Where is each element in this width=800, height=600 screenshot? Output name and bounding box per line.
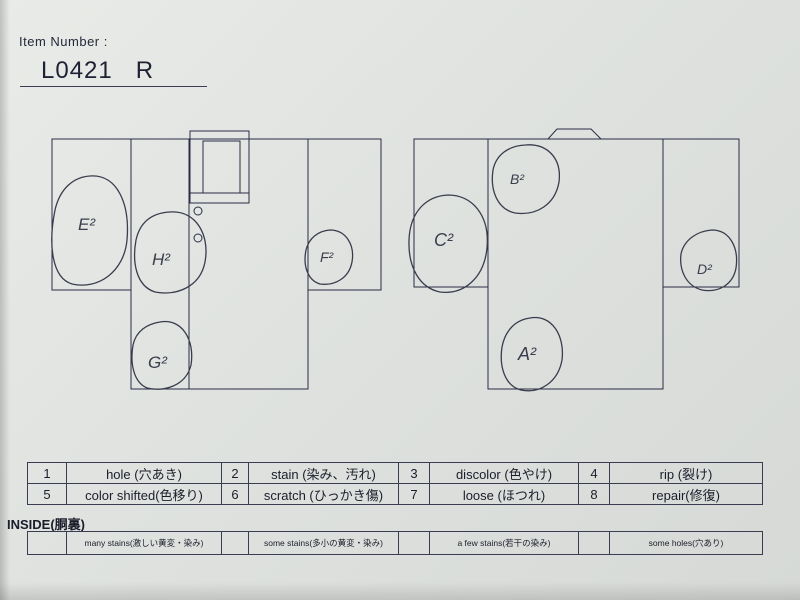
front-right-sleeve bbox=[307, 138, 382, 291]
defect-label: color shifted(色移り) bbox=[66, 483, 222, 505]
mark-label-d: D² bbox=[697, 261, 713, 277]
mark-circle-b bbox=[491, 144, 560, 215]
mark-label-g: G² bbox=[148, 353, 168, 372]
mark-circle-e bbox=[51, 175, 129, 286]
mark-label-f: F² bbox=[320, 249, 335, 265]
defect-legend-row: 1 hole (穴あき) 2 stain (染み、汚れ) 3 discolor … bbox=[27, 462, 763, 484]
mark-circle-f bbox=[304, 229, 354, 285]
button-top bbox=[193, 206, 203, 216]
defect-legend-row: 5 color shifted(色移り) 6 scratch (ひっかき傷) 7… bbox=[27, 483, 763, 505]
defect-number: 7 bbox=[398, 483, 430, 505]
item-number-value: L0421 R bbox=[41, 57, 155, 84]
back-collar bbox=[546, 128, 603, 140]
button-bottom bbox=[193, 233, 203, 243]
inside-options-row: many stains(激しい黄変・染み) some stains(多小の黄変・… bbox=[27, 531, 763, 555]
defect-number: 5 bbox=[27, 483, 67, 505]
back-left-sleeve bbox=[413, 138, 489, 288]
mark-label-e: E² bbox=[78, 215, 96, 234]
defect-number: 8 bbox=[578, 483, 610, 505]
mark-label-a: A² bbox=[517, 344, 537, 364]
defect-label: scratch (ひっかき傷) bbox=[248, 483, 399, 505]
defect-number: 1 bbox=[27, 462, 67, 484]
defect-marks bbox=[51, 144, 738, 392]
inside-option-label: a few stains(若干の染み) bbox=[429, 531, 579, 555]
back-right-sleeve bbox=[662, 138, 740, 288]
front-view bbox=[51, 130, 382, 390]
mark-circle-a bbox=[500, 316, 564, 392]
defect-legend-table: 1 hole (穴あき) 2 stain (染み、汚れ) 3 discolor … bbox=[27, 462, 763, 505]
inside-checkbox-many-stains[interactable] bbox=[27, 531, 67, 555]
mark-label-c: C² bbox=[434, 230, 454, 250]
inside-checkbox-some-holes[interactable] bbox=[578, 531, 610, 555]
inside-option-label: some stains(多小の黄変・染み) bbox=[248, 531, 399, 555]
inside-option-label: some holes(穴あり) bbox=[609, 531, 763, 555]
mark-circle-g bbox=[131, 320, 193, 390]
mark-circle-d bbox=[680, 229, 738, 292]
mark-circle-c bbox=[408, 194, 488, 293]
page-edge-shadow bbox=[0, 0, 10, 600]
defect-number: 4 bbox=[578, 462, 610, 484]
back-view bbox=[413, 128, 740, 390]
inside-checkbox-some-stains[interactable] bbox=[221, 531, 249, 555]
inside-section-title: INSIDE(胴裏) bbox=[7, 517, 86, 532]
defect-number: 3 bbox=[398, 462, 430, 484]
page-bottom-shadow bbox=[0, 582, 800, 600]
defect-label: discolor (色やけ) bbox=[429, 462, 579, 484]
inside-checkbox-few-stains[interactable] bbox=[398, 531, 430, 555]
item-number-label: Item Number : bbox=[19, 34, 108, 49]
defect-label: repair(修復) bbox=[609, 483, 763, 505]
item-number-underline bbox=[20, 86, 207, 87]
mark-labels: E² H² G² F² B² C² A² D² bbox=[78, 171, 713, 372]
defect-number: 6 bbox=[221, 483, 249, 505]
mark-circle-h bbox=[133, 211, 207, 294]
collar-inner bbox=[202, 140, 241, 194]
inside-option-label: many stains(激しい黄変・染み) bbox=[66, 531, 222, 555]
kimono-diagram: E² H² G² F² B² C² A² D² bbox=[51, 128, 740, 392]
defect-label: hole (穴あき) bbox=[66, 462, 222, 484]
defect-label: rip (裂け) bbox=[609, 462, 763, 484]
inside-options-table: many stains(激しい黄変・染み) some stains(多小の黄変・… bbox=[27, 531, 763, 555]
collar-outer bbox=[189, 130, 250, 204]
mark-label-h: H² bbox=[152, 250, 171, 269]
mark-label-b: B² bbox=[510, 171, 525, 187]
defect-label: stain (染み、汚れ) bbox=[248, 462, 399, 484]
defect-number: 2 bbox=[221, 462, 249, 484]
defect-label: loose (ほつれ) bbox=[429, 483, 579, 505]
